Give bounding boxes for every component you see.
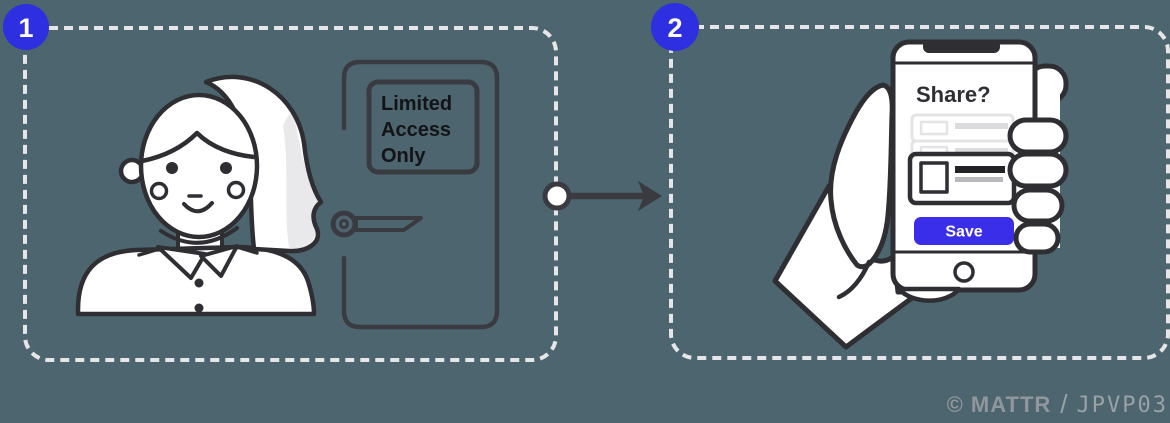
- door-sign: [366, 79, 480, 175]
- head: [138, 92, 260, 240]
- eye-left: [166, 162, 178, 174]
- door-sign-line-2: Access: [381, 119, 451, 141]
- faded-card-bar: [955, 123, 1008, 129]
- finger-pinky: [1013, 221, 1061, 255]
- door-illustration: Limited Access Only: [330, 59, 500, 330]
- step-badge-1: [3, 4, 49, 50]
- phone-home-button-icon: [953, 261, 975, 283]
- blush-right: [226, 180, 246, 200]
- watermark-separator-slash: /: [1060, 389, 1068, 419]
- faded-card-photo: [919, 120, 949, 136]
- shirt-button-bottom: [194, 303, 204, 313]
- watermark-copyright: © MATTR: [946, 392, 1052, 417]
- faded-card-bar: [955, 148, 1008, 154]
- collar-left: [156, 245, 207, 280]
- arrow-head-icon: [638, 181, 662, 211]
- door-handle-rose: [330, 210, 358, 238]
- mouth-smile: [182, 201, 214, 214]
- bangs-hairline: [139, 130, 257, 164]
- thumb: [828, 82, 895, 270]
- share-prompt-title: Share?: [916, 82, 991, 107]
- finger-ring: [1011, 187, 1065, 224]
- selected-card-photo: [919, 161, 949, 194]
- neckline: [159, 226, 239, 245]
- shirt-button-top: [194, 278, 204, 288]
- finger-middle: [1007, 151, 1069, 189]
- save-button-label: Save: [945, 224, 982, 241]
- door-sign-line-1: Limited: [381, 93, 452, 115]
- connector-arrow: [542, 181, 662, 211]
- palm-crease: [836, 259, 872, 300]
- pinky-under-phone: [896, 286, 962, 303]
- arrow-origin-dot: [542, 181, 572, 211]
- credential-card-faded-1: [910, 113, 1015, 143]
- watermark: © MATTR / JPVP03: [947, 388, 1168, 419]
- door-outline: [341, 59, 500, 330]
- selected-card-bar-dark: [955, 166, 1005, 173]
- door-handle-lever: [354, 216, 423, 232]
- credential-card-selected: [907, 151, 1017, 206]
- step-badge-1-number: 1: [18, 13, 33, 43]
- step-badge-2: [651, 3, 699, 51]
- blush-left: [149, 181, 169, 201]
- step-1-panel: Limited Access Only 1: [3, 4, 558, 362]
- save-button-shape: [914, 217, 1014, 245]
- hand-phone-illustration: Share?: [772, 39, 1069, 350]
- phone-notch: [923, 40, 1000, 53]
- eye-right: [220, 162, 232, 174]
- collar-right: [199, 244, 239, 278]
- step-2-panel: Share?: [651, 3, 1170, 360]
- save-button: Save: [914, 217, 1014, 245]
- finger-index: [1007, 117, 1069, 155]
- woman-illustration: [75, 74, 324, 317]
- watermark-product-code: JPVP03: [1076, 393, 1168, 418]
- ponytail-shadow: [283, 112, 318, 250]
- step-badge-2-number: 2: [667, 13, 682, 43]
- selected-card-bar-gray: [955, 177, 1003, 182]
- shoulder-seams: [137, 245, 259, 257]
- door-handle-pin: [339, 219, 349, 229]
- door-sign-line-3: Only: [381, 145, 426, 167]
